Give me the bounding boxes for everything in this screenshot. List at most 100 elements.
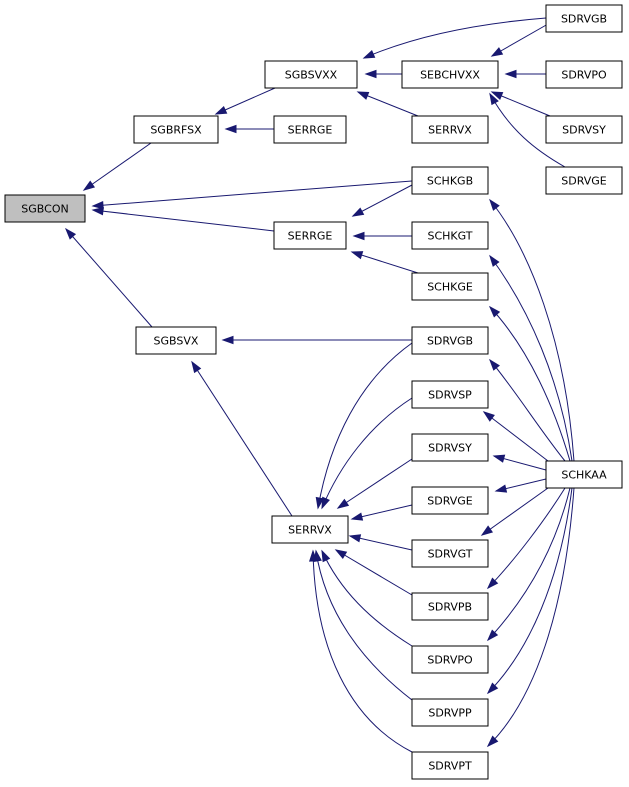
node-schkaa[interactable]: SCHKAA: [545, 460, 623, 489]
node-sebchvxx[interactable]: SEBCHVXX: [401, 60, 499, 89]
node-box: [545, 166, 623, 195]
arrowhead: [486, 629, 499, 642]
node-sdrvge-top[interactable]: SDRVGE: [545, 166, 623, 195]
node-sgbcon[interactable]: SGBCON: [4, 194, 86, 223]
node-label: SGBRFSX: [150, 124, 202, 137]
edge-schkaa-to-schkgt: [489, 254, 573, 462]
arrowhead: [334, 549, 348, 559]
arrowhead: [221, 335, 234, 345]
node-box: [264, 60, 358, 89]
arrowhead: [362, 49, 376, 59]
edge-line: [357, 91, 419, 117]
node-sdrvpb[interactable]: SDRVPB: [411, 592, 489, 621]
edge-sgbsvx-to-sgbcon: [64, 227, 153, 328]
node-serrvx[interactable]: SERRVX: [271, 515, 349, 544]
arrowhead: [336, 498, 350, 509]
edge-line: [487, 487, 575, 747]
node-label: SDRVGE: [427, 495, 473, 508]
node-box: [545, 60, 623, 89]
node-label: SDRVPP: [428, 707, 472, 720]
node-label: SDRVGE: [561, 175, 607, 188]
node-sdrvgb-top[interactable]: SDRVGB: [545, 4, 623, 33]
node-sgbsvxx[interactable]: SGBSVXX: [264, 60, 358, 89]
node-sdrvpt[interactable]: SDRVPT: [411, 751, 489, 780]
arrowhead: [348, 534, 362, 543]
node-serrvx-top[interactable]: SERRVX: [411, 115, 489, 144]
edge-sdrvsp-to-serrvx: [321, 397, 413, 510]
node-label: SERRVX: [288, 524, 332, 537]
edge-sdrvpo_top-to-sebchvxx: [504, 69, 546, 79]
edge-schkaa-to-sdrvpp: [486, 487, 573, 695]
node-sdrvgb[interactable]: SDRVGB: [411, 326, 489, 355]
edge-sdrvgb-to-serrvx: [315, 342, 413, 510]
arrowhead: [504, 69, 517, 79]
node-box: [4, 194, 86, 223]
node-box: [411, 698, 489, 727]
edge-line: [487, 487, 573, 694]
edge-schkaa-to-sdrvsy: [492, 454, 547, 471]
edge-schkgb-to-sgbcon: [91, 180, 413, 210]
arrowhead: [489, 254, 500, 267]
edge-line: [489, 359, 566, 462]
node-box: [411, 326, 489, 355]
edge-schkaa-to-sdrvge: [494, 478, 547, 493]
node-sdrvgt[interactable]: SDRVGT: [411, 539, 489, 568]
edge-line: [315, 550, 413, 701]
node-label: SDRVPO: [427, 654, 473, 667]
node-schkgt[interactable]: SCHKGT: [411, 221, 489, 250]
node-sgbsvx[interactable]: SGBSVX: [135, 326, 217, 355]
arrowhead: [494, 484, 508, 493]
node-box: [411, 221, 489, 250]
node-sdrvsp[interactable]: SDRVSP: [411, 380, 489, 409]
arrowhead: [351, 207, 365, 217]
edge-line: [363, 17, 547, 59]
node-schkgb[interactable]: SCHKGB: [411, 166, 489, 195]
edge-line: [352, 184, 413, 217]
node-box: [133, 115, 219, 144]
arrowhead: [490, 47, 504, 57]
arrowhead: [352, 231, 365, 241]
node-schkge[interactable]: SCHKGE: [411, 272, 489, 301]
node-sgbrfsx[interactable]: SGBRFSX: [133, 115, 219, 144]
arrowhead: [492, 454, 506, 463]
node-serrge-top[interactable]: SERRGE: [273, 115, 347, 144]
edge-line: [191, 361, 293, 517]
edge-sdrvpp-to-serrvx: [313, 549, 413, 701]
edge-sdrvge-to-serrvx: [350, 504, 413, 521]
node-label: SEBCHVXX: [420, 69, 480, 82]
node-sdrvpo[interactable]: SDRVPO: [411, 645, 489, 674]
node-sdrvsy-top[interactable]: SDRVSY: [545, 115, 623, 144]
arrowhead: [488, 305, 501, 318]
edge-sdrvgb-to-sgbsvx: [221, 335, 412, 345]
node-box: [273, 115, 347, 144]
node-box: [411, 380, 489, 409]
arrowhead: [486, 682, 499, 695]
edge-schkaa-to-sdrvgb: [489, 358, 566, 462]
node-label: SDRVGB: [561, 13, 607, 26]
arrowhead: [480, 525, 494, 536]
node-box: [135, 326, 217, 355]
edge-schkaa-to-sdrvpt: [486, 487, 575, 748]
node-sdrvpo-top[interactable]: SDRVPO: [545, 60, 623, 89]
edge-serrvx-to-sgbsvx: [191, 360, 293, 517]
edge-sdrvgt-to-serrvx: [348, 534, 413, 551]
node-sdrvsy[interactable]: SDRVSY: [411, 433, 489, 462]
node-box: [271, 515, 349, 544]
node-label: SERRGE: [288, 230, 333, 243]
node-label: SDRVPT: [428, 760, 472, 773]
node-serrge[interactable]: SERRGE: [273, 221, 347, 250]
edge-line: [337, 458, 413, 509]
node-box: [411, 645, 489, 674]
node-box: [411, 166, 489, 195]
edge-line: [487, 487, 571, 641]
edge-sgbsvxx-to-sgbrfsx: [214, 87, 276, 115]
arrowhead: [309, 549, 318, 562]
node-label: SCHKGE: [427, 281, 473, 294]
node-sdrvpp[interactable]: SDRVPP: [411, 698, 489, 727]
arrowhead: [321, 496, 330, 510]
edge-sdrvpb-to-serrvx: [334, 549, 413, 596]
node-box: [411, 592, 489, 621]
edge-line: [351, 251, 419, 274]
node-sdrvge[interactable]: SDRVGE: [411, 486, 489, 515]
edge-line: [92, 180, 413, 207]
